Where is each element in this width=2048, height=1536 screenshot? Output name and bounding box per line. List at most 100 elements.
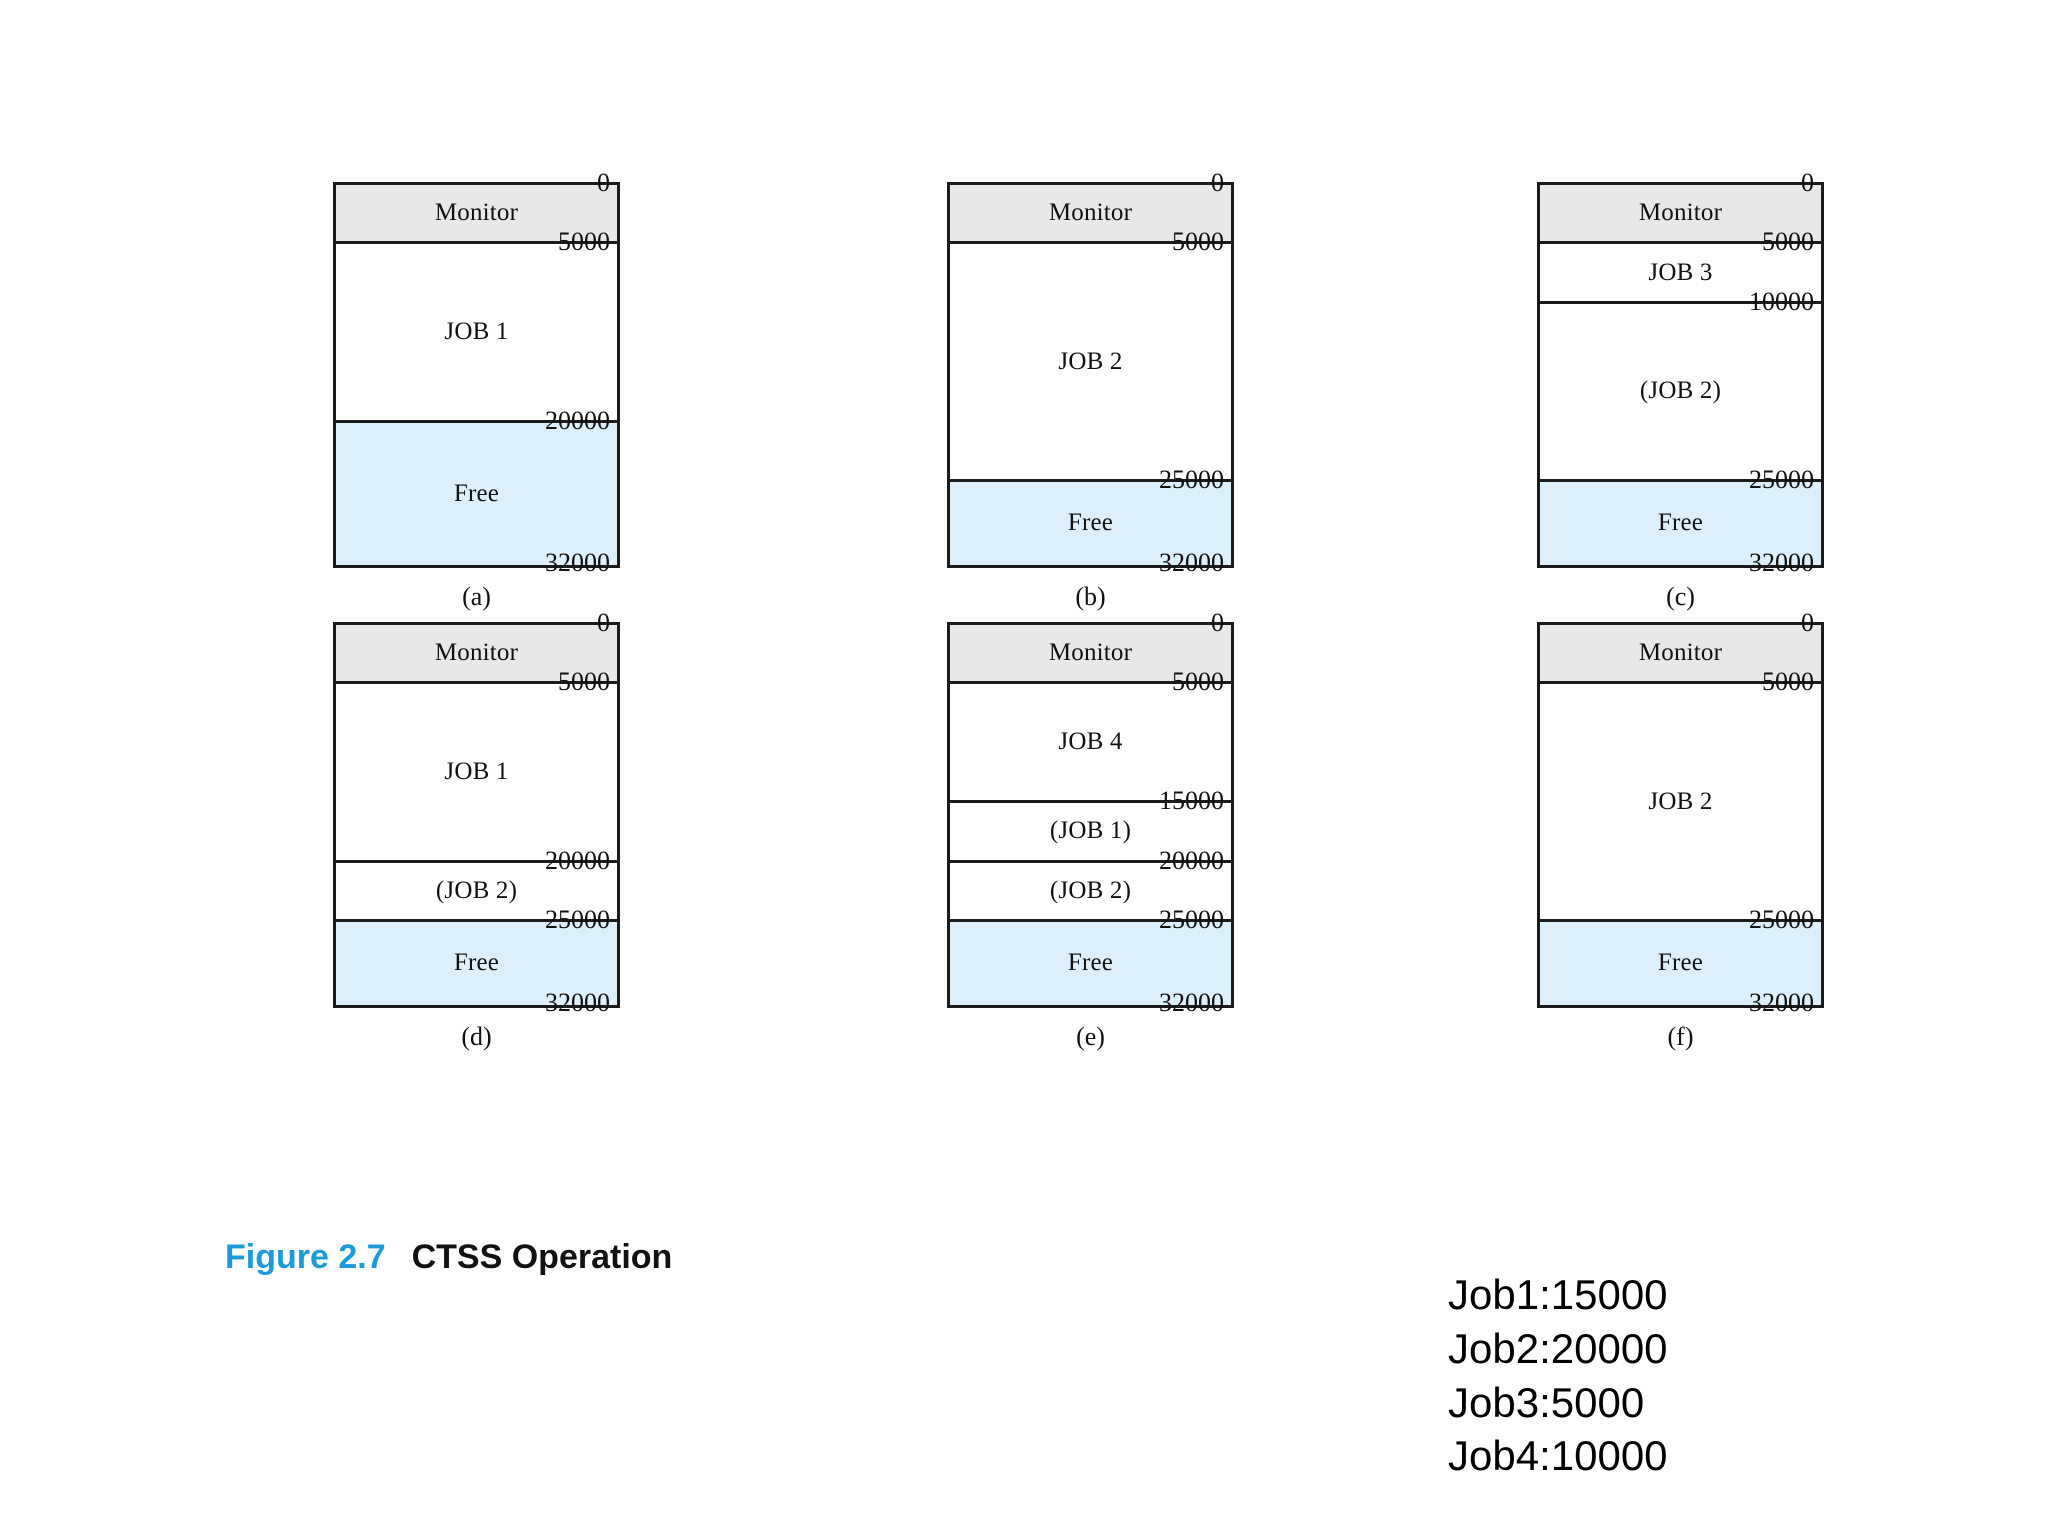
address-tick-label: 25000 — [1159, 464, 1224, 494]
address-tick-label: 10000 — [1749, 286, 1814, 316]
job-size-item: Job4:10000 — [1448, 1432, 1668, 1480]
figure-caption: Figure 2.7 CTSS Operation — [225, 1238, 672, 1277]
panel-caption-b: (b) — [1075, 582, 1106, 611]
address-tick-label: 0 — [1801, 608, 1814, 637]
job-size-item: Job3:5000 — [1448, 1378, 1645, 1426]
address-tick-label: 0 — [597, 168, 610, 197]
memory-segment-label: Free — [453, 479, 500, 507]
address-tick-label: 5000 — [558, 227, 610, 257]
memory-segment-label: Free — [1067, 949, 1114, 977]
memory-segment-job: JOB 4 — [950, 684, 1231, 804]
memory-segment-label: JOB 2 — [1648, 787, 1713, 815]
address-tick-label: 20000 — [545, 845, 610, 875]
address-tick-label: 15000 — [1159, 786, 1224, 816]
address-tick-label: 32000 — [545, 988, 610, 1017]
memory-segment-monitor: Monitor — [336, 625, 617, 685]
memory-segment-job: (JOB 2) — [950, 862, 1231, 922]
memory-segment-label: (JOB 2) — [435, 876, 518, 904]
job-size-item: Job1:15000 — [1448, 1271, 1668, 1318]
panel-caption-f: (f) — [1667, 1022, 1694, 1051]
memory-segment-label: JOB 1 — [444, 757, 509, 785]
memory-segment-label: Monitor — [1048, 199, 1133, 227]
address-tick-label: 25000 — [545, 904, 610, 934]
address-tick-label: 25000 — [1159, 904, 1224, 934]
memory-segment-job: JOB 3 — [1540, 244, 1821, 304]
address-tick-label: 5000 — [1172, 227, 1224, 257]
address-tick-label: 32000 — [1159, 548, 1224, 577]
memory-segment-free: Free — [336, 422, 617, 565]
memory-segment-monitor: Monitor — [950, 185, 1231, 245]
memory-segment-free: Free — [950, 921, 1231, 1005]
memory-segment-label: Monitor — [434, 199, 519, 227]
address-tick-label: 20000 — [545, 405, 610, 435]
address-tick-label: 5000 — [1762, 667, 1814, 697]
panel-caption-a: (a) — [462, 582, 491, 611]
memory-segment-label: JOB 3 — [1648, 258, 1713, 286]
memory-segment-label: JOB 4 — [1058, 728, 1123, 756]
panel-caption-c: (c) — [1666, 582, 1695, 611]
memory-segment-monitor: Monitor — [950, 625, 1231, 685]
address-tick-label: 32000 — [1749, 548, 1814, 577]
address-tick-label: 5000 — [1172, 667, 1224, 697]
address-tick-label: 32000 — [545, 548, 610, 577]
memory-segment-job: JOB 1 — [336, 244, 617, 423]
memory-segment-label: Monitor — [1048, 639, 1133, 667]
memory-segment-label: Free — [1067, 509, 1114, 537]
memory-segment-free: Free — [336, 921, 617, 1005]
figure-number: Figure 2.7 — [225, 1238, 386, 1276]
memory-segment-free: Free — [950, 481, 1231, 565]
address-tick-label: 0 — [597, 608, 610, 637]
memory-segment-label: (JOB 2) — [1049, 876, 1132, 904]
memory-segment-label: Monitor — [434, 639, 519, 667]
panel-caption-e: (e) — [1076, 1022, 1105, 1051]
address-tick-label: 25000 — [1749, 464, 1814, 494]
memory-segment-label: (JOB 1) — [1049, 817, 1132, 845]
memory-segment-monitor: Monitor — [1540, 185, 1821, 245]
address-tick-label: 32000 — [1159, 988, 1224, 1017]
memory-segment-monitor: Monitor — [1540, 625, 1821, 685]
job-size-item: Job2:20000 — [1448, 1324, 1668, 1372]
memory-segment-free: Free — [1540, 481, 1821, 565]
memory-segment-label: JOB 2 — [1058, 347, 1123, 375]
address-tick-label: 0 — [1801, 168, 1814, 197]
address-tick-label: 5000 — [558, 667, 610, 697]
memory-segment-monitor: Monitor — [336, 185, 617, 245]
memory-segment-label: Free — [1657, 509, 1704, 537]
memory-segment-label: Monitor — [1638, 639, 1723, 667]
address-tick-label: 0 — [1211, 168, 1224, 197]
address-tick-label: 32000 — [1749, 988, 1814, 1017]
address-tick-label: 20000 — [1159, 845, 1224, 875]
figure-title: CTSS Operation — [411, 1238, 673, 1276]
memory-segment-label: Free — [1657, 949, 1704, 977]
memory-segment-job: JOB 1 — [336, 684, 617, 863]
address-tick-label: 5000 — [1762, 227, 1814, 257]
memory-segment-job: (JOB 2) — [1540, 303, 1821, 482]
memory-segment-job: (JOB 2) — [336, 862, 617, 922]
address-tick-label: 25000 — [1749, 904, 1814, 934]
panel-caption-d: (d) — [461, 1022, 492, 1051]
memory-segment-job: (JOB 1) — [950, 803, 1231, 863]
memory-segment-label: Free — [453, 949, 500, 977]
address-tick-label: 0 — [1211, 608, 1224, 637]
memory-segment-label: (JOB 2) — [1639, 377, 1722, 405]
memory-segment-label: Monitor — [1638, 199, 1723, 227]
memory-segment-job: JOB 2 — [1540, 684, 1821, 922]
